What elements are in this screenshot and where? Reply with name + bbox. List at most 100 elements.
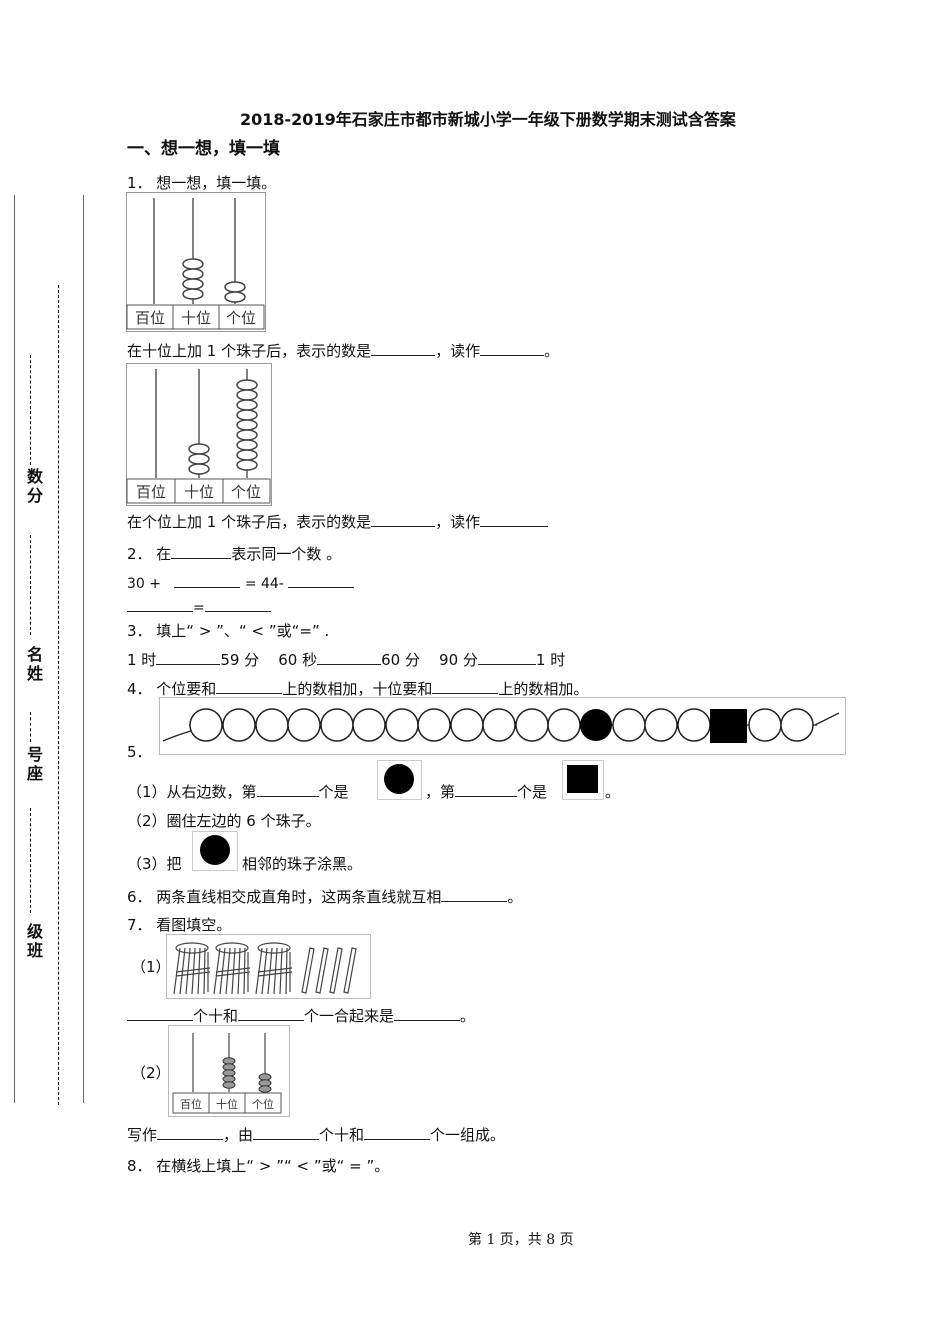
abacus1-label-tens: 十位 (181, 309, 211, 327)
q7-l2-pre: 写作 (127, 1126, 158, 1144)
answer-blank[interactable] (127, 1006, 193, 1021)
q1-line-b-text: 在个位上加 1 个珠子后，表示的数是 (127, 513, 372, 531)
binding-dashes-4 (30, 808, 39, 913)
q8-stem: 8． 在横线上填上“ > ”“ < ”或“ = ”。 (127, 1157, 390, 1175)
q7-l2-b: 个十和 (319, 1126, 365, 1144)
answer-blank[interactable] (477, 650, 536, 665)
q3-c2: 1 时 (535, 651, 566, 669)
q7-line2: 写作 ，由 个十和 个一组成。 (127, 1124, 505, 1145)
answer-blank[interactable] (238, 1006, 305, 1021)
answer-blank[interactable] (174, 573, 241, 588)
score-label: 数分 (26, 467, 43, 505)
q1-line-a-mid: ，读作 (435, 342, 481, 360)
class-label: 级班 (26, 922, 43, 960)
q2-line1-a: 30 + (127, 576, 161, 592)
q4-post: 上的数相加。 (498, 680, 589, 698)
answer-blank[interactable] (156, 650, 221, 665)
binding-line-right (83, 195, 84, 1103)
abacus1-label-ones: 个位 (226, 309, 256, 327)
bead-string-figure (159, 697, 846, 755)
q3-b2: 60 分 (381, 651, 420, 669)
abacus1-label-hundreds: 百位 (135, 309, 165, 327)
q2-stem-pre: 2． 在 (127, 545, 172, 563)
answer-blank[interactable] (157, 1125, 224, 1140)
stick-bundles-figure (166, 934, 371, 999)
q1-line-a: 在十位上加 1 个珠子后，表示的数是，读作。 (127, 340, 559, 361)
q4-pre: 4． 个位要和 (127, 680, 217, 698)
q5-sub1-b: ，第个是 (425, 781, 547, 802)
q4-mid: 上的数相加，十位要和 (282, 680, 433, 698)
binding-dashes-2 (30, 535, 39, 635)
q2-line1: 30 + = 44- (127, 573, 355, 592)
q7-part1-label: （1） (131, 958, 171, 976)
answer-blank[interactable] (371, 512, 436, 527)
answer-blank[interactable] (204, 597, 271, 612)
answer-blank[interactable] (441, 887, 508, 902)
abacus-figure-1: 百位 十位 个位 (126, 192, 266, 332)
q7-l1-end: 。 (460, 1007, 476, 1025)
q3-a2: 59 分 (220, 651, 260, 669)
q6-end: 。 (507, 888, 523, 906)
q7-l2-a: ，由 (223, 1126, 254, 1144)
binding-dashes-1 (30, 355, 39, 465)
answer-blank[interactable] (216, 679, 283, 694)
q5-s1-mid: 个是 (318, 783, 349, 801)
q7-part2-label: （2） (131, 1064, 171, 1082)
answer-blank[interactable] (127, 597, 193, 612)
answer-blank[interactable] (480, 341, 545, 356)
q4-line: 4． 个位要和 上的数相加，十位要和 上的数相加。 (127, 678, 588, 699)
q5-sub1: （1）从右边数，第 个是 (127, 781, 349, 802)
answer-blank[interactable] (432, 679, 499, 694)
q5-s1-mid2: ，第 (425, 783, 456, 801)
seat-label: 号座 (26, 745, 43, 783)
q2-line1-b: = 44- (244, 576, 284, 592)
q3-stem: 3． 填上“ > ”、“ < ”或“=” . (127, 622, 330, 640)
abacus2-label-hundreds: 百位 (136, 483, 166, 501)
section-heading: 一、想一想，填一填 (127, 139, 280, 159)
binding-dashes-3 (30, 712, 39, 742)
answer-blank[interactable] (317, 650, 382, 665)
abacus-figure-2: 百位 十位 个位 (126, 363, 272, 506)
answer-blank[interactable] (256, 782, 319, 797)
q5-number: 5． (127, 743, 152, 761)
q7-l2-c: 个一组成。 (430, 1126, 506, 1144)
answer-blank[interactable] (480, 512, 549, 527)
q6-line: 6． 两条直线相交成直角时，这两条直线就互相 。 (127, 886, 522, 907)
answer-blank[interactable] (253, 1125, 320, 1140)
q5-s1-pre: （1）从右边数，第 (127, 783, 257, 801)
q2-stem-post: 表示同一个数 。 (231, 545, 342, 563)
q2-stem: 2． 在 表示同一个数 。 (127, 543, 341, 564)
q5-sub1-end: 。 (605, 783, 621, 801)
answer-blank[interactable] (171, 544, 232, 559)
abacus3-label-tens: 十位 (216, 1097, 238, 1111)
binding-dashes-outer (58, 285, 67, 1105)
black-circle-icon (377, 760, 422, 800)
abacus3-label-ones: 个位 (252, 1097, 274, 1111)
q7-l1-a: 个十和 (193, 1007, 239, 1025)
name-label: 名姓 (26, 645, 43, 683)
q3-c1: 90 分 (439, 651, 478, 669)
q7-line1: 个十和 个一合起来是 。 (127, 1005, 475, 1026)
q2-line2-eq: = (193, 600, 205, 616)
q1-line-b: 在个位上加 1 个珠子后，表示的数是 ，读作 (127, 511, 549, 532)
abacus2-label-ones: 个位 (231, 483, 261, 501)
answer-blank[interactable] (288, 573, 355, 588)
page-footer: 第 1 页，共 8 页 (468, 1232, 574, 1248)
q7-l1-b: 个一合起来是 (304, 1007, 395, 1025)
answer-blank[interactable] (455, 782, 518, 797)
q2-line2: = (127, 597, 271, 616)
abacus-figure-3: 百位 十位 个位 (168, 1025, 290, 1117)
q3-b1: 60 秒 (278, 651, 318, 669)
q1-line-a-end: 。 (544, 342, 560, 360)
answer-blank[interactable] (394, 1006, 461, 1021)
answer-blank[interactable] (364, 1125, 431, 1140)
q1-stem: 1． 想一想，填一填。 (127, 174, 277, 192)
abacus3-label-hundreds: 百位 (180, 1097, 202, 1111)
q5-sub2: （2）圈住左边的 6 个珠子。 (127, 812, 321, 830)
binding-line-left (14, 195, 15, 1103)
answer-blank[interactable] (371, 341, 436, 356)
q5-sub3-post: 相邻的珠子涂黑。 (242, 855, 363, 873)
q6-pre: 6． 两条直线相交成直角时，这两条直线就互相 (127, 888, 442, 906)
q1-line-b-mid: ，读作 (435, 513, 481, 531)
